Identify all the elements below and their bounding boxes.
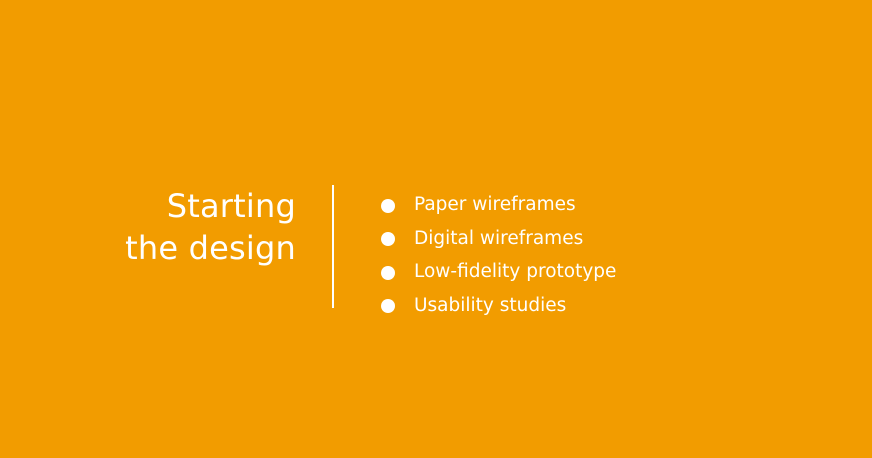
- list-item: Digital wireframes: [381, 222, 616, 256]
- title-line-1: Starting: [166, 187, 296, 225]
- list-item: Low-fidelity prototype: [381, 255, 616, 289]
- list-item-label: Digital wireframes: [414, 227, 584, 249]
- bullet-icon: [381, 232, 395, 247]
- list-item-label: Usability studies: [414, 294, 567, 316]
- slide-title: Starting the design: [125, 185, 296, 269]
- list-item: Usability studies: [381, 289, 616, 323]
- vertical-divider: [332, 185, 334, 308]
- list-item-label: Paper wireframes: [414, 194, 576, 216]
- bullet-icon: [381, 265, 395, 280]
- title-line-2: the design: [125, 229, 296, 267]
- bullet-icon: [381, 299, 395, 314]
- list-item: Paper wireframes: [381, 188, 616, 222]
- bullet-list: Paper wireframes Digital wireframes Low-…: [381, 188, 616, 322]
- list-item-label: Low-fidelity prototype: [414, 261, 617, 283]
- bullet-icon: [381, 198, 395, 213]
